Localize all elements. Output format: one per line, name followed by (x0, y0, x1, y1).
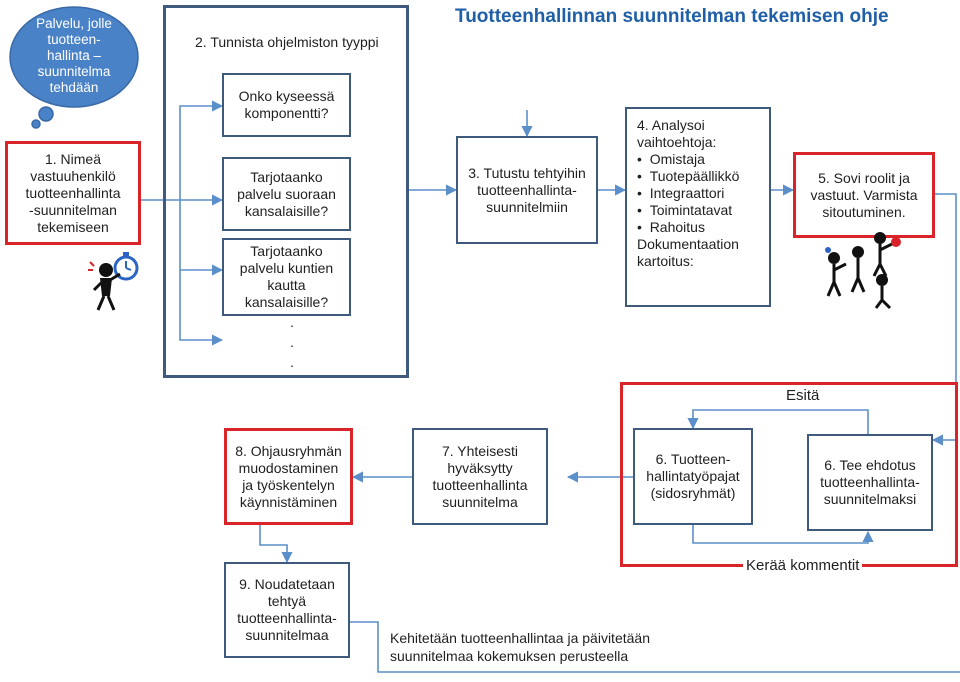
feedback-text: Kehitetään tuotteenhallintaa ja päivitet… (390, 630, 650, 664)
list-item: • Omistaja (637, 151, 705, 167)
connector-6a-to-6b (692, 525, 874, 544)
step-2-container (163, 5, 409, 378)
stopwatch-person-icon (88, 252, 139, 311)
cloud-shape (9, 6, 139, 129)
step-6-workshops-box: 6. Tuotteen- hallintatyöpajat (sidosryhm… (633, 428, 753, 525)
step-7-box: 7. Yhteisesti hyväksytty tuotteenhallint… (412, 428, 548, 525)
connector-6b-to-6a (687, 409, 869, 434)
step-2-more-dots: . . . (290, 314, 294, 370)
step-9-box: 9. Noudatetaan tehtyä tuotteenhallinta- … (224, 562, 350, 658)
step-1-box: 1. Nimeä vastuuhenkilö tuotteenhallinta … (5, 141, 141, 245)
step-2-question-component: Onko kyseessä komponentti? (222, 73, 351, 137)
esita-label: Esitä (786, 387, 820, 404)
connector-1-to-2-more (179, 270, 224, 346)
connector-1-to-2-q1 (140, 100, 224, 201)
step-3-box: 3. Tutustu tehtyihin tuotteenhallinta- s… (456, 136, 598, 244)
list-item: • Rahoitus (637, 219, 705, 235)
step-4-box: 4. Analysoi vaihtoehtoja: • Omistaja • T… (625, 107, 771, 307)
team-figures-icon (825, 232, 901, 310)
diagram-title: Tuotteenhallinnan suunnitelman tekemisen… (455, 6, 889, 27)
connector-9-feedback (350, 621, 960, 673)
keraa-label: Kerää kommentit (743, 557, 863, 574)
list-item: • Tuotepäällikkö (637, 168, 740, 184)
list-item: • Integraattori (637, 185, 725, 201)
connector-5-to-6b (931, 193, 957, 446)
step-4-bullet-list: • Omistaja • Tuotepäällikkö • Integraatt… (637, 151, 759, 236)
cloud-text: Palvelu, jolle tuotteen- hallinta – suun… (36, 16, 112, 95)
connector-8-to-9 (259, 525, 293, 564)
step-8-box: 8. Ohjausryhmän muodostaminen ja työsken… (224, 428, 353, 525)
list-item: • Toimintatavat (637, 202, 733, 218)
step-4-outro: Dokumentaation kartoitus: (637, 236, 739, 269)
step-4-intro: 4. Analysoi vaihtoehtoja: (637, 117, 717, 150)
step-5-box: 5. Sovi roolit ja vastuut. Varmista sito… (793, 152, 935, 238)
step-2-question-municipal: Tarjotaanko palvelu kuntien kautta kansa… (222, 238, 351, 316)
step-6-proposal-box: 6. Tee ehdotus tuotteenhallinta- suunnit… (807, 434, 933, 531)
step-2-question-direct: Tarjotaanko palvelu suoraan kansalaisill… (222, 157, 351, 231)
step-2-heading: 2. Tunnista ohjelmiston tyyppi (195, 34, 379, 50)
